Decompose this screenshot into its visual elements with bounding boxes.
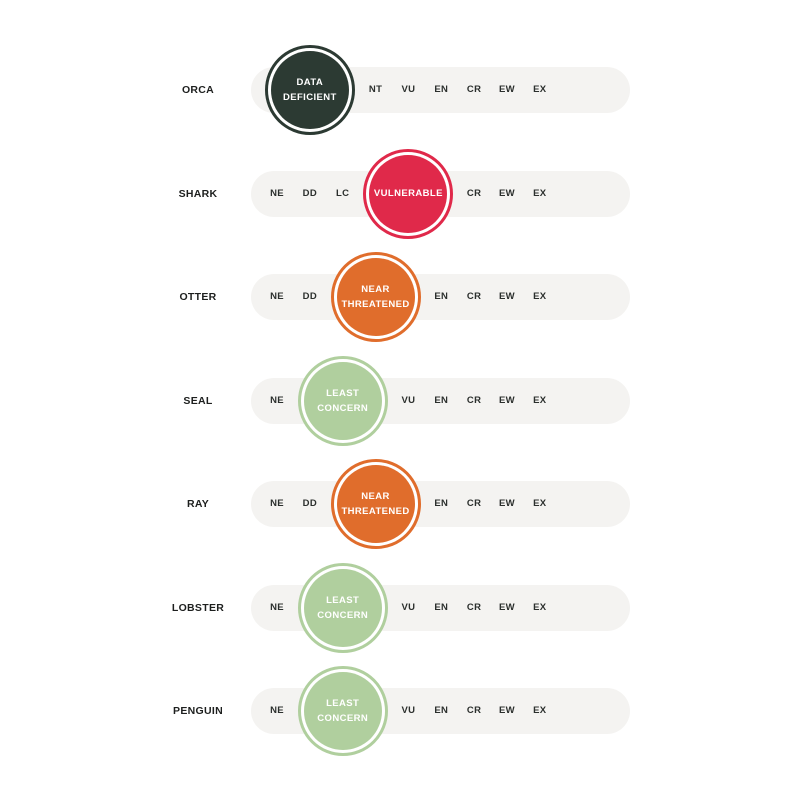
- status-code-ne: NE: [270, 601, 284, 613]
- status-code-cr: CR: [466, 291, 482, 302]
- status-code-ne: NE: [270, 498, 284, 509]
- species-row: SHARKNEDDLCNTENCREWEXVULNERABLE: [0, 139, 800, 249]
- species-row: PENGUINNEDDNTVUENCREWEXLEAST CONCERN: [0, 656, 800, 766]
- species-name: SHARK: [178, 187, 218, 200]
- species-name: SEAL: [183, 394, 213, 407]
- status-badge-label: DATA DEFICIENT: [282, 77, 337, 103]
- status-code-dd: DD: [302, 498, 317, 509]
- status-code-en: EN: [434, 291, 449, 302]
- status-code-ex: EX: [533, 601, 547, 613]
- status-badge: LEAST CONCERN: [297, 562, 388, 653]
- species-name: ORCA: [181, 84, 215, 96]
- status-badge-label: LEAST CONCERN: [317, 594, 369, 621]
- status-badge-fill: DATA DEFICIENT: [270, 51, 349, 129]
- species-name: OTTER: [179, 291, 217, 303]
- status-code-ew: EW: [498, 498, 515, 509]
- species-name: RAY: [186, 498, 210, 510]
- status-code-ex: EX: [533, 291, 547, 302]
- status-code-lc: LC: [336, 187, 350, 199]
- status-badge-label: VULNERABLE: [373, 188, 443, 199]
- species-row: OTTERNEDDLCVUENCREWEXNEAR THREATENED: [0, 242, 800, 352]
- status-code-ne: NE: [270, 705, 284, 716]
- status-code-en: EN: [434, 84, 449, 95]
- status-badge: NEAR THREATENED: [330, 459, 421, 549]
- status-code-en: EN: [434, 498, 449, 509]
- status-code-ne: NE: [270, 291, 284, 302]
- status-code-cr: CR: [466, 601, 482, 613]
- status-code-ew: EW: [498, 291, 515, 302]
- status-code-ne: NE: [270, 394, 284, 406]
- status-badge-label: LEAST CONCERN: [317, 387, 369, 414]
- status-track: [251, 274, 630, 320]
- status-badge-fill: NEAR THREATENED: [336, 465, 415, 543]
- status-code-vu: VU: [401, 84, 416, 95]
- status-badge-label: NEAR THREATENED: [341, 491, 410, 517]
- status-code-ne: NE: [270, 187, 284, 199]
- status-code-vu: VU: [401, 394, 416, 406]
- status-badge-fill: VULNERABLE: [369, 154, 448, 233]
- status-code-ex: EX: [533, 394, 547, 406]
- status-code-ex: EX: [533, 187, 547, 199]
- species-row: SEALNEDDNTVUENCREWEXLEAST CONCERN: [0, 346, 800, 456]
- status-badge-fill: LEAST CONCERN: [303, 672, 382, 750]
- status-badge: LEAST CONCERN: [297, 355, 388, 446]
- status-code-ex: EX: [533, 705, 547, 716]
- species-row: ORCANELCNTVUENCREWEXDATA DEFICIENT: [0, 35, 800, 145]
- status-track: [251, 481, 630, 527]
- species-name: PENGUIN: [173, 705, 223, 717]
- status-code-ex: EX: [533, 498, 547, 509]
- species-name: LOBSTER: [171, 601, 225, 614]
- status-code-dd: DD: [302, 291, 317, 302]
- status-badge-fill: LEAST CONCERN: [303, 568, 382, 647]
- status-code-ex: EX: [533, 84, 547, 95]
- status-code-vu: VU: [401, 601, 416, 613]
- status-badge: DATA DEFICIENT: [264, 45, 355, 135]
- status-code-en: EN: [434, 705, 449, 716]
- status-code-cr: CR: [466, 187, 482, 199]
- status-code-en: EN: [434, 601, 449, 613]
- status-badge: NEAR THREATENED: [330, 252, 421, 342]
- status-code-ew: EW: [498, 601, 515, 613]
- status-code-en: EN: [434, 394, 449, 406]
- status-badge-fill: NEAR THREATENED: [336, 258, 415, 336]
- status-code-cr: CR: [466, 84, 482, 95]
- species-row: LOBSTERNEDDNTVUENCREWEXLEAST CONCERN: [0, 553, 800, 663]
- status-code-ew: EW: [498, 84, 515, 95]
- status-code-cr: CR: [466, 705, 482, 716]
- status-code-cr: CR: [466, 394, 482, 406]
- species-row: RAYNEDDLCVUENCREWEXNEAR THREATENED: [0, 449, 800, 559]
- status-code-cr: CR: [466, 498, 482, 509]
- status-code-dd: DD: [302, 187, 317, 199]
- status-code-ew: EW: [498, 187, 515, 199]
- status-badge: VULNERABLE: [363, 148, 454, 239]
- status-badge-fill: LEAST CONCERN: [303, 361, 382, 440]
- status-code-ew: EW: [498, 705, 515, 716]
- status-badge-label: LEAST CONCERN: [317, 698, 369, 724]
- status-code-nt: NT: [368, 84, 383, 95]
- status-code-ew: EW: [498, 394, 515, 406]
- status-badge: LEAST CONCERN: [297, 666, 388, 756]
- status-badge-label: NEAR THREATENED: [341, 284, 410, 310]
- status-code-vu: VU: [401, 705, 416, 716]
